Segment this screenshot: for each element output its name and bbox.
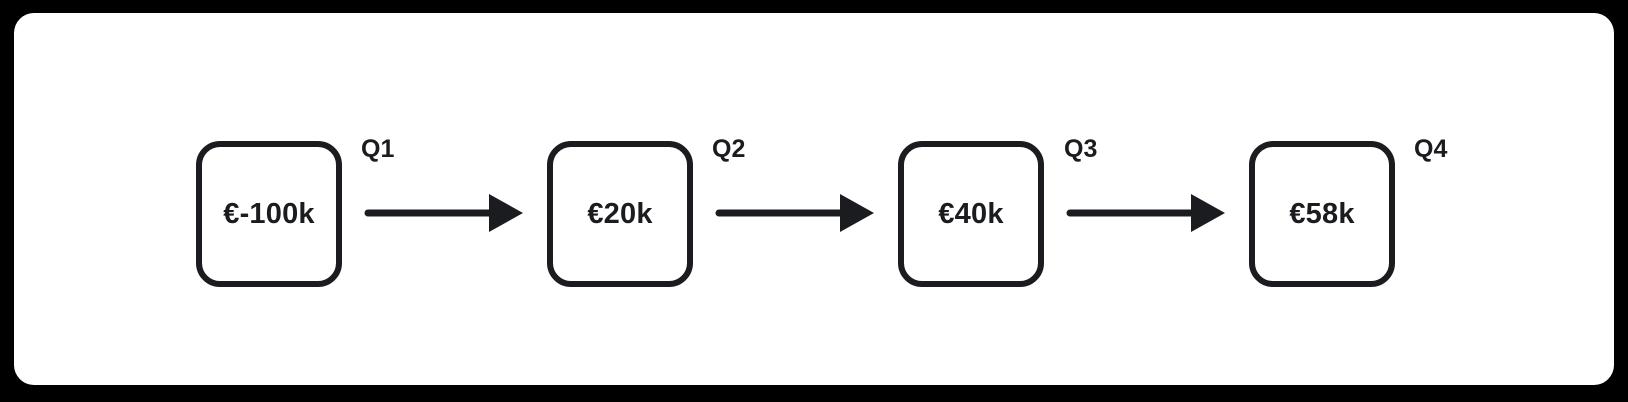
flow-node-q3: €40k: [898, 141, 1044, 287]
diagram-canvas: €-100k Q1 €20k Q2 €40k Q3 €58k: [14, 13, 1614, 385]
node-value-q3: €40k: [938, 197, 1004, 230]
flow-node-q2: €20k: [547, 141, 693, 287]
flow-node-q4: €58k: [1249, 141, 1395, 287]
flow-node-q1: €-100k: [196, 141, 342, 287]
node-label-q1: Q1: [361, 135, 395, 163]
flow-arrow-q3-q4: [1066, 194, 1225, 232]
arrow-head-icon: [1191, 194, 1225, 232]
node-label-q3: Q3: [1064, 135, 1098, 163]
arrow-head-icon: [840, 194, 874, 232]
arrow-head-icon: [489, 194, 523, 232]
flow-arrow-q1-q2: [364, 194, 523, 232]
flow-arrow-q2-q3: [715, 194, 874, 232]
node-value-q4: €58k: [1289, 197, 1355, 230]
node-label-q4: Q4: [1414, 135, 1448, 163]
node-value-q1: €-100k: [223, 197, 315, 230]
node-value-q2: €20k: [587, 197, 653, 230]
node-label-q2: Q2: [712, 135, 746, 163]
